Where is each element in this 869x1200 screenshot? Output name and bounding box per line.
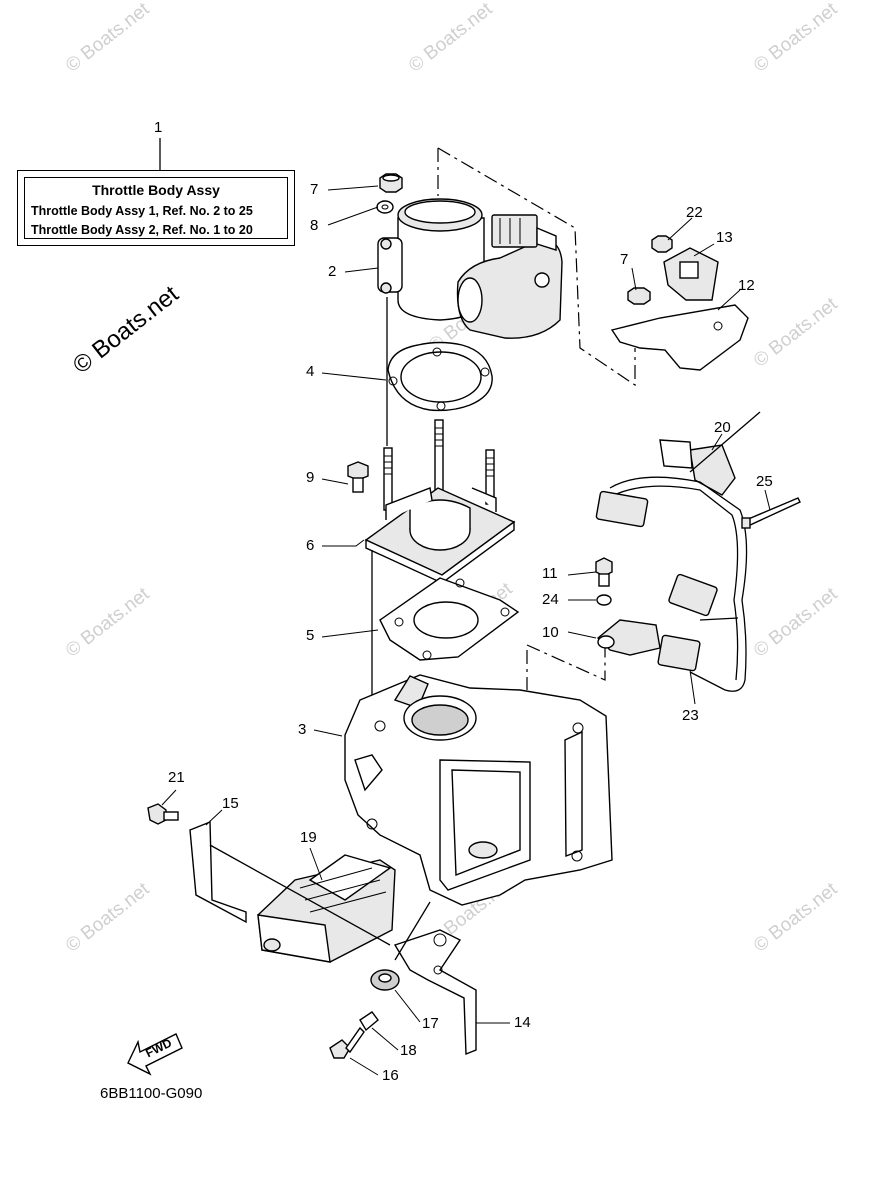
callout-13: 13 (716, 229, 733, 246)
legend-row: Throttle Body Assy 2, Ref. No. 1 to 20 (31, 223, 253, 237)
callout-9: 9 (306, 469, 315, 486)
grommet-part (370, 969, 400, 991)
gasket-lower-part (379, 577, 520, 661)
callout-3: 3 (298, 721, 307, 738)
callout-6: 6 (306, 537, 315, 554)
callout-22: 22 (686, 204, 703, 221)
sensor-part (663, 247, 719, 301)
callout-18: 18 (400, 1042, 417, 1059)
alignment-line (526, 640, 606, 681)
callout-17: 17 (422, 1015, 439, 1032)
callout-21: 21 (168, 769, 185, 786)
callout-16: 16 (382, 1067, 399, 1084)
assembly-legend: Throttle Body Assy Throttle Body Assy 1,… (17, 170, 295, 246)
callout-2: 2 (328, 263, 337, 280)
bracket-part (189, 820, 247, 924)
legend-title: Throttle Body Assy (92, 182, 220, 198)
spacer-part (364, 487, 516, 584)
sensor-part (596, 619, 661, 656)
callout-7: 7 (310, 181, 319, 198)
bolt-part (595, 557, 613, 587)
bolt-part (147, 803, 179, 825)
callout-12: 12 (738, 277, 755, 294)
bracket-part (610, 304, 749, 371)
gasket-upper-part (387, 341, 493, 412)
callout-7: 7 (620, 251, 629, 268)
cable-tie-part (741, 497, 801, 529)
callout-19: 19 (300, 829, 317, 846)
callout-8: 8 (310, 217, 319, 234)
washer-part (596, 594, 612, 606)
washer-part (376, 200, 394, 214)
callout-25: 25 (756, 473, 773, 490)
harness-part (595, 476, 748, 692)
alignment-line (689, 411, 761, 473)
callout-14: 14 (514, 1014, 531, 1031)
callout-15: 15 (222, 795, 239, 812)
collar-part (359, 1011, 379, 1032)
throttle-body-part (377, 198, 563, 339)
alignment-line (437, 147, 636, 387)
nut-part (379, 173, 403, 193)
bolt-part (347, 461, 369, 493)
legend-row: Throttle Body Assy 1, Ref. No. 2 to 25 (31, 204, 253, 218)
bolt-part (329, 1026, 365, 1059)
callout-23: 23 (682, 707, 699, 724)
nut-part (651, 235, 673, 253)
alignment-line (394, 901, 431, 961)
callout-11: 11 (542, 565, 558, 582)
alignment-line (209, 844, 391, 946)
callout-leaders (161, 185, 771, 1076)
nut-part (627, 287, 651, 305)
callout-1: 1 (154, 119, 163, 136)
fwd-arrow-icon (127, 1033, 183, 1076)
diagram-code: 6BB1100-G090 (100, 1085, 203, 1102)
callout-20: 20 (714, 419, 731, 436)
callout-5: 5 (306, 627, 315, 644)
callout-4: 4 (306, 363, 315, 380)
bracket-part (393, 929, 477, 1056)
intake-body-part (344, 674, 613, 906)
resonator-part (257, 854, 396, 963)
legend-frame: Throttle Body Assy Throttle Body Assy 1,… (24, 177, 288, 239)
callout-10: 10 (542, 624, 559, 641)
callout-24: 24 (542, 591, 559, 608)
